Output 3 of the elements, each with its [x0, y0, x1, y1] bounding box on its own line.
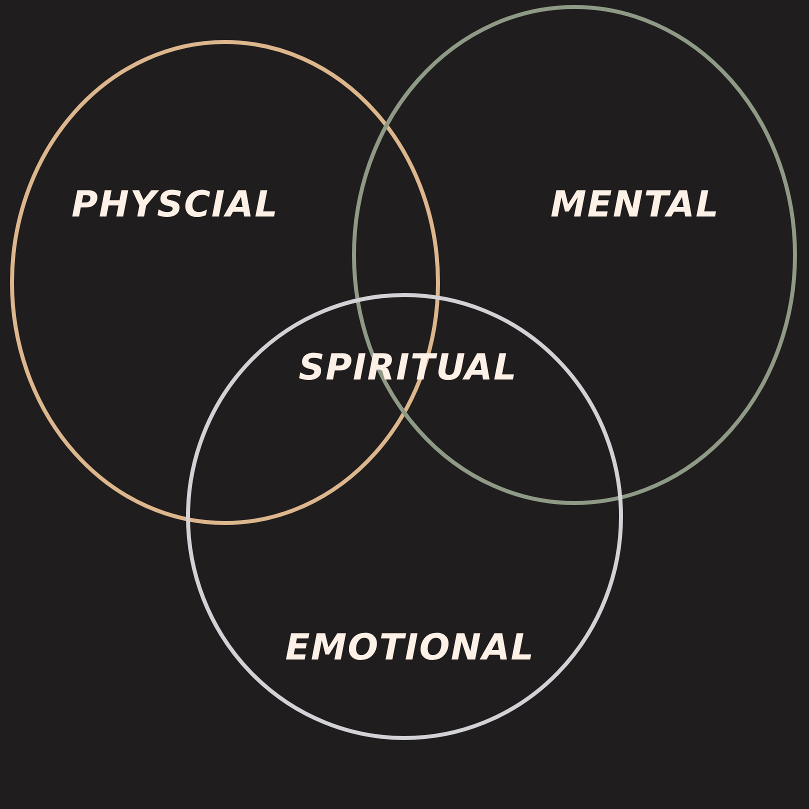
circle-label: EMOTIONAL: [285, 628, 535, 668]
circle-label: MENTAL: [550, 184, 720, 226]
circle-label: PHYSCIAL: [71, 184, 279, 226]
